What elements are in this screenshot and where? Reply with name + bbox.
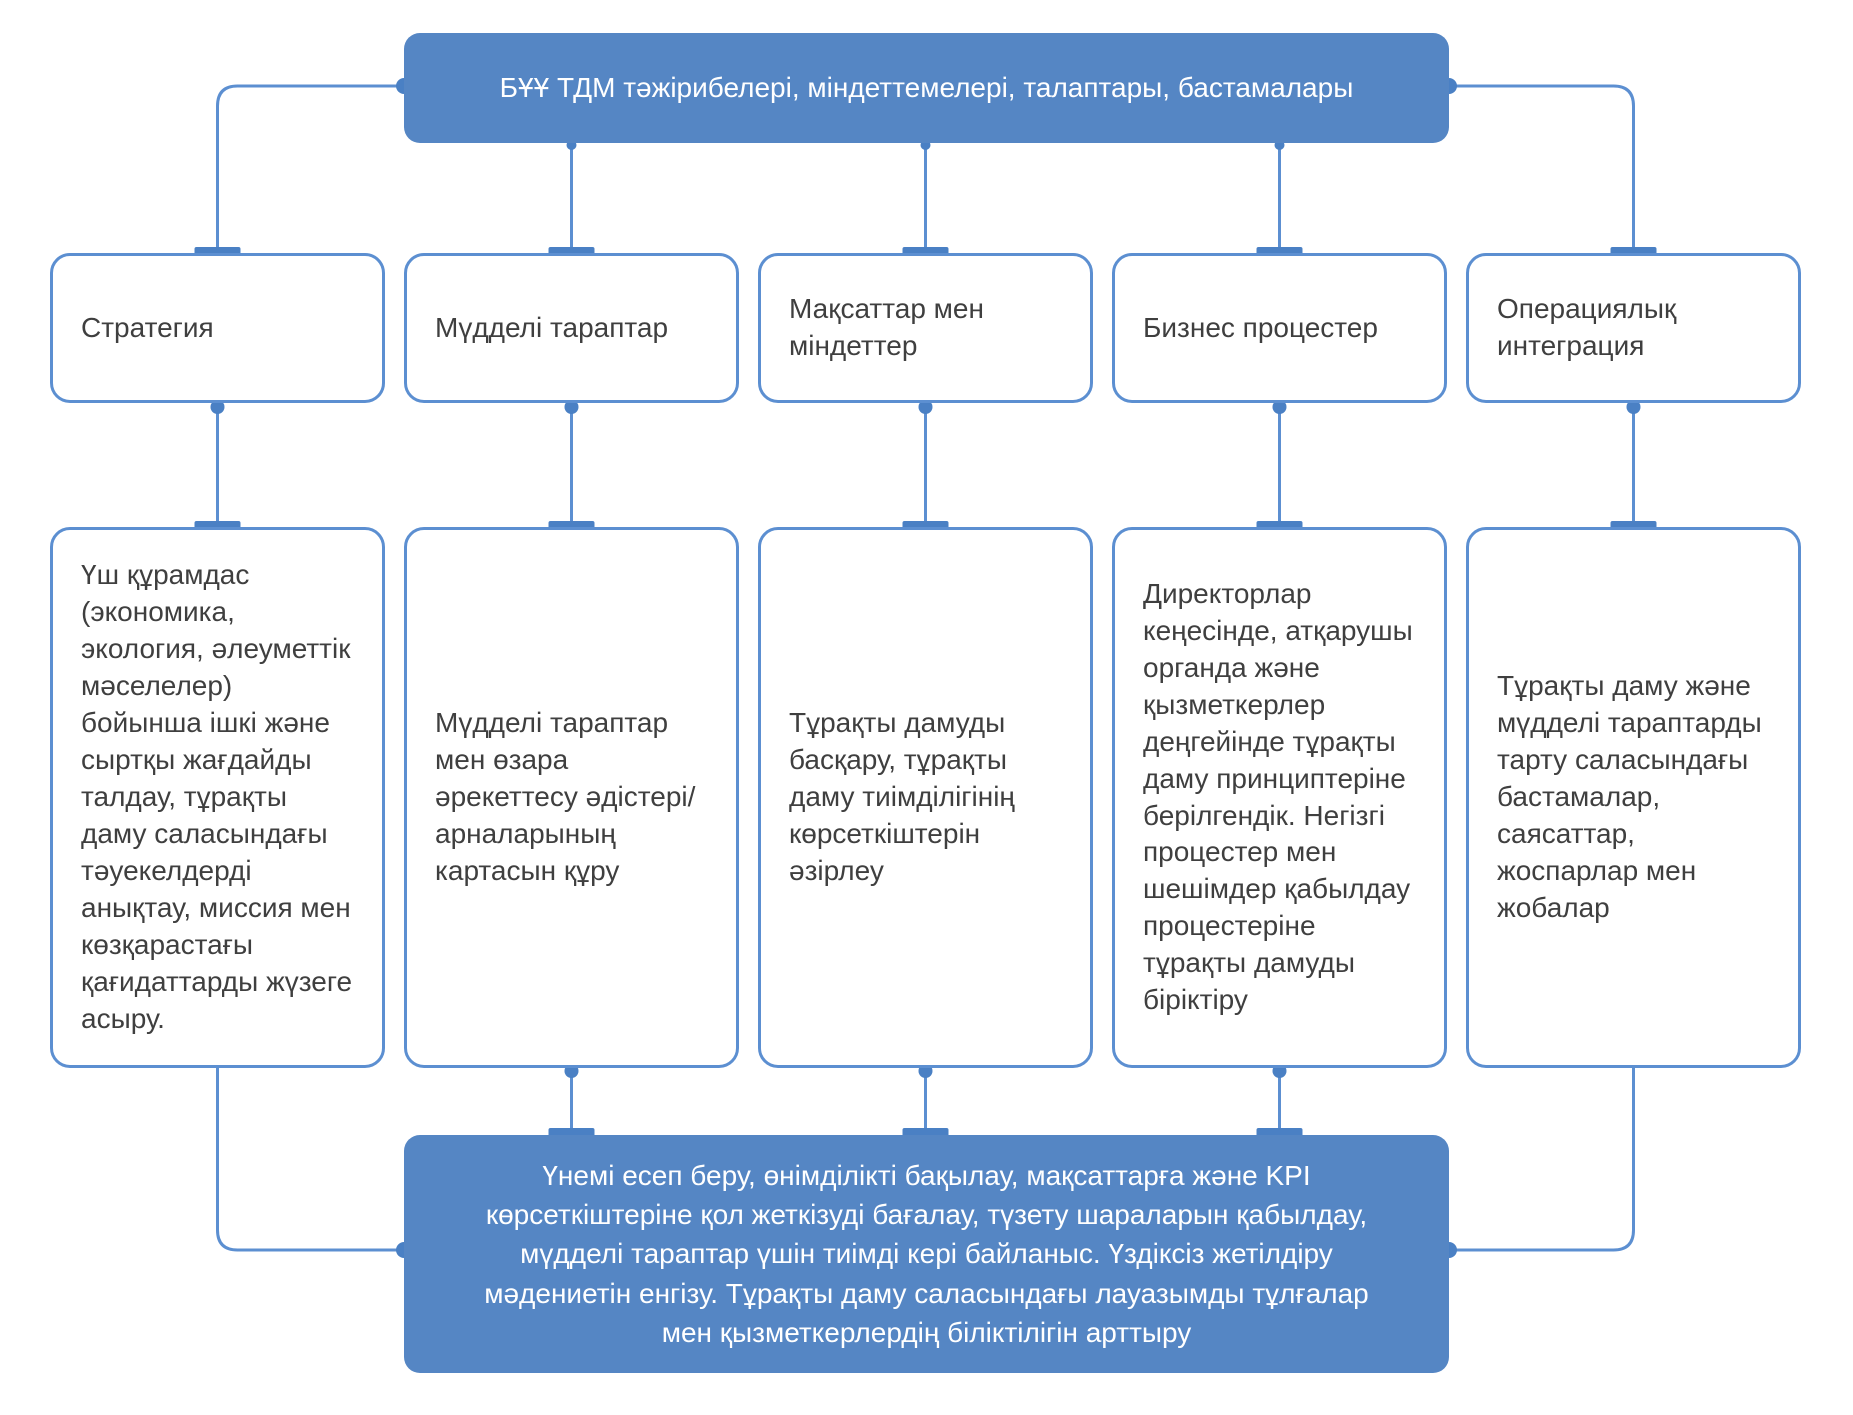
header-label-operational-integration: Операциялық интеграция bbox=[1497, 293, 1677, 361]
header-label-goals-objectives: Мақсаттар мен міндеттер bbox=[789, 293, 984, 361]
top-banner: БҰҰ ТДМ тәжірибелері, міндеттемелері, та… bbox=[404, 33, 1449, 143]
body-text-stakeholders: Мүдделі тараптар мен өзара әрекеттесу әд… bbox=[435, 707, 696, 886]
body-box-operational-integration: Тұрақты даму және мүдделі тараптарды тар… bbox=[1466, 527, 1801, 1068]
body-box-goals-objectives: Тұрақты дамуды басқару, тұрақты даму тиі… bbox=[758, 527, 1093, 1068]
header-box-stakeholders: Мүдделі тараптар bbox=[404, 253, 739, 403]
header-box-strategy: Стратегия bbox=[50, 253, 385, 403]
bottom-banner: Үнемі есеп беру, өнімділікті бақылау, ма… bbox=[404, 1135, 1449, 1373]
header-box-operational-integration: Операциялық интеграция bbox=[1466, 253, 1801, 403]
header-box-goals-objectives: Мақсаттар мен міндеттер bbox=[758, 253, 1093, 403]
body-text-business-processes: Директорлар кеңесінде, атқарушы органда … bbox=[1143, 577, 1413, 1016]
body-box-stakeholders: Мүдделі тараптар мен өзара әрекеттесу әд… bbox=[404, 527, 739, 1068]
header-label-stakeholders: Мүдделі тараптар bbox=[435, 311, 669, 343]
body-box-business-processes: Директорлар кеңесінде, атқарушы органда … bbox=[1112, 527, 1447, 1068]
header-box-business-processes: Бизнес процестер bbox=[1112, 253, 1447, 403]
top-banner-label: БҰҰ ТДМ тәжірибелері, міндеттемелері, та… bbox=[499, 72, 1354, 104]
body-text-operational-integration: Тұрақты даму және мүдделі тараптарды тар… bbox=[1497, 670, 1762, 923]
body-text-strategy: Үш құрамдас (экономика, экология, әлеуме… bbox=[81, 559, 353, 1034]
bottom-banner-label: Үнемі есеп беру, өнімділікті бақылау, ма… bbox=[484, 1160, 1369, 1348]
body-box-strategy: Үш құрамдас (экономика, экология, әлеуме… bbox=[50, 527, 385, 1068]
body-text-goals-objectives: Тұрақты дамуды басқару, тұрақты даму тиі… bbox=[789, 707, 1015, 886]
header-label-business-processes: Бизнес процестер bbox=[1143, 311, 1378, 343]
header-label-strategy: Стратегия bbox=[81, 311, 214, 343]
